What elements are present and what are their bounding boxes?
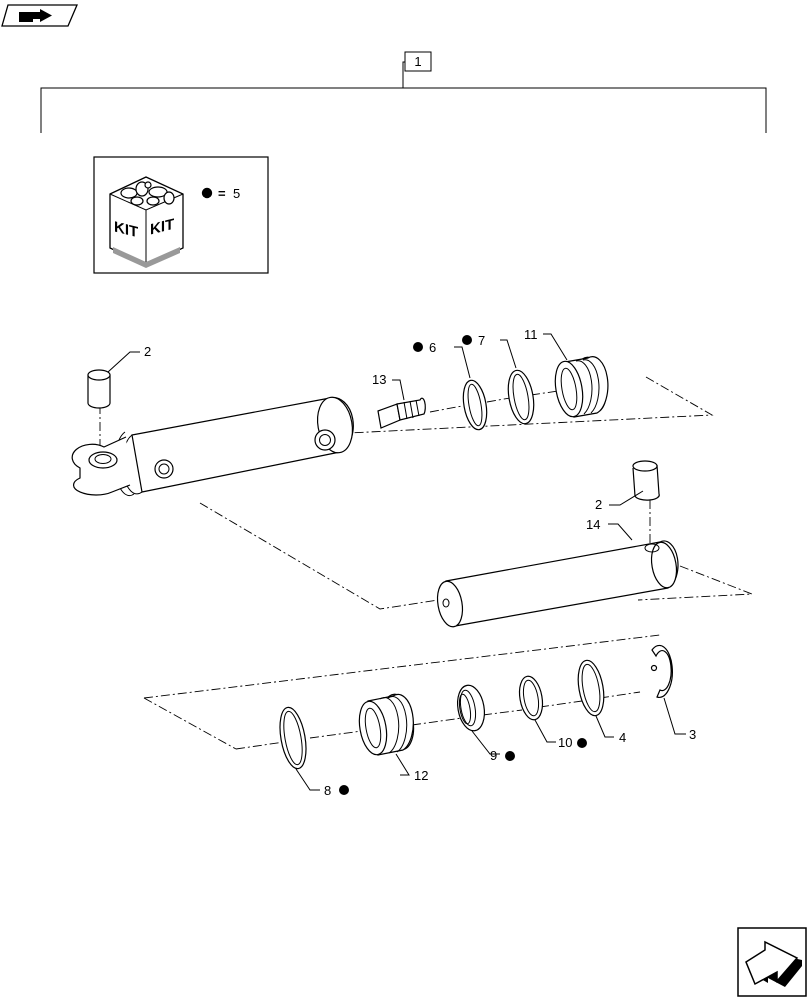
kit-marker-dot bbox=[413, 342, 423, 352]
kit-marker-dot bbox=[339, 785, 349, 795]
kit-marker-dot bbox=[505, 751, 515, 761]
part-snap-ring-3 bbox=[650, 644, 673, 699]
part-ring-7 bbox=[507, 369, 535, 425]
kit-marker-dot bbox=[577, 738, 587, 748]
callout-label: 2 bbox=[144, 344, 151, 359]
callout-label: 7 bbox=[478, 333, 485, 348]
kit-marker-dot bbox=[201, 187, 213, 199]
kit-number: 5 bbox=[233, 186, 240, 201]
part-ring-8 bbox=[279, 706, 307, 770]
part-cylinder-barrel bbox=[71, 396, 354, 497]
callout-label: 2 bbox=[595, 497, 602, 512]
callout-label: 11 bbox=[524, 327, 538, 342]
kit-marker-dot bbox=[462, 335, 472, 345]
part-bushing-upper bbox=[87, 369, 111, 409]
callout-label: 12 bbox=[414, 768, 428, 783]
callout-label: 13 bbox=[372, 372, 386, 387]
part-ring-4 bbox=[577, 659, 605, 717]
next-page-arrow-icon[interactable] bbox=[737, 927, 807, 997]
part-gland-11 bbox=[554, 356, 609, 418]
part-piston-12 bbox=[358, 693, 415, 756]
callout-label: 8 bbox=[324, 783, 331, 798]
kit-legend-box: KIT KIT = 5 bbox=[93, 156, 269, 274]
part-ring-6 bbox=[462, 379, 488, 431]
assembly-bracket: 1 bbox=[40, 51, 767, 133]
kit-equals-sign: = bbox=[218, 186, 226, 201]
callout-label: 14 bbox=[586, 517, 600, 532]
part-rod-14 bbox=[436, 540, 679, 628]
part-ring-10 bbox=[518, 675, 544, 721]
part-seal-9 bbox=[456, 684, 486, 732]
callout-label: 3 bbox=[689, 727, 696, 742]
part-bolt bbox=[377, 397, 426, 429]
assembly-axis-lines bbox=[99, 376, 753, 750]
callout-labels: 2 13 6 7 11 2 14 3 4 10 9 12 8 bbox=[144, 327, 696, 798]
callout-label: 6 bbox=[429, 340, 436, 355]
leader-lines bbox=[107, 333, 686, 791]
callout-label: 10 bbox=[558, 735, 572, 750]
callout-label: 9 bbox=[490, 748, 497, 763]
kit-box-icon bbox=[109, 176, 184, 268]
kit-label-right: KIT bbox=[150, 216, 175, 239]
back-arrow-icon[interactable] bbox=[1, 4, 78, 27]
callout-label: 4 bbox=[619, 730, 626, 745]
assembly-callout-label: 1 bbox=[414, 54, 421, 69]
part-bushing-lower bbox=[632, 460, 660, 501]
kit-label-left: KIT bbox=[114, 219, 139, 242]
